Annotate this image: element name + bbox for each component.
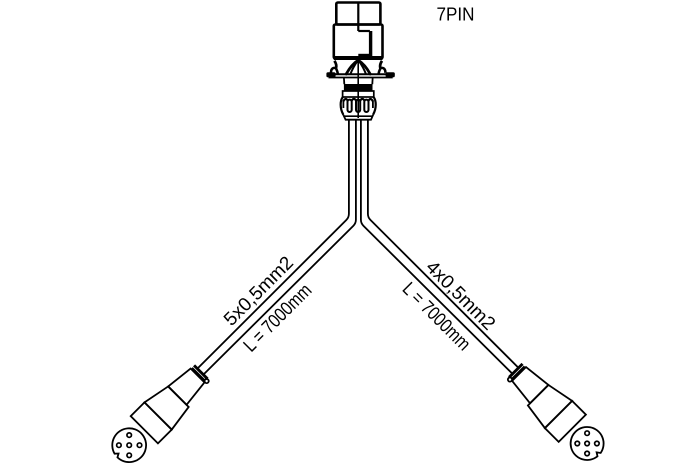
svg-text:7PIN: 7PIN <box>437 3 475 24</box>
